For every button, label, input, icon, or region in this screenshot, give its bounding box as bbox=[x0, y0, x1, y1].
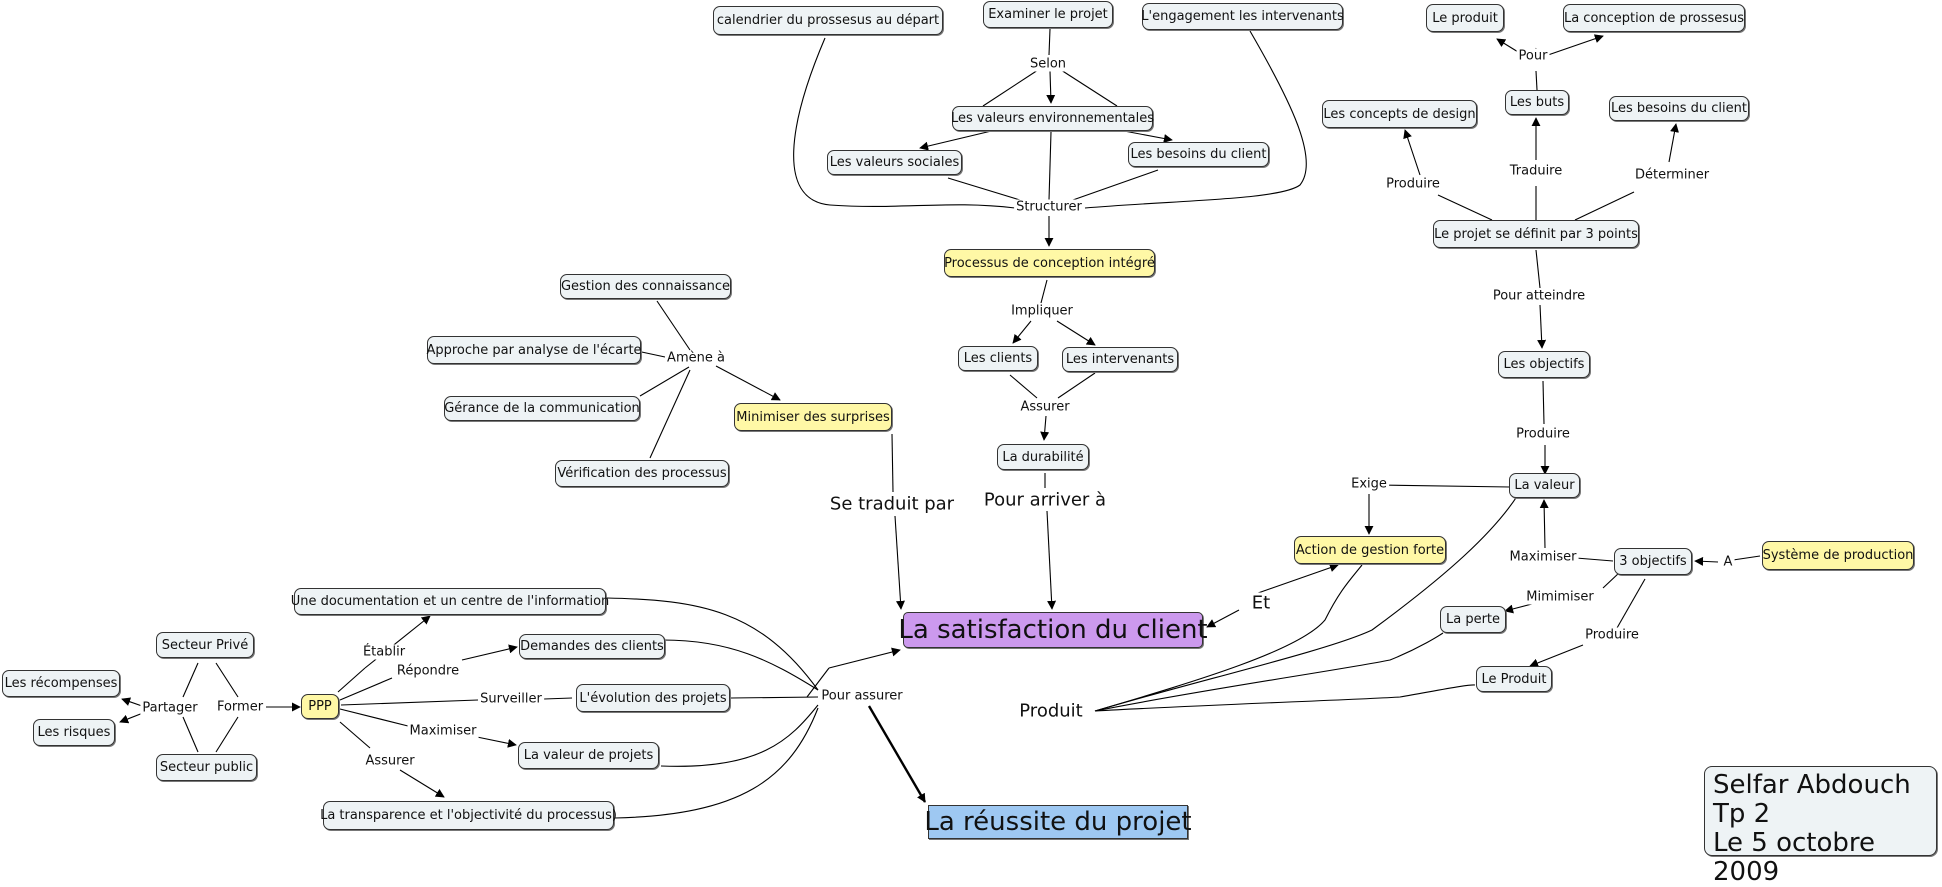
node-valeurs-sociales[interactable]: Les valeurs sociales bbox=[827, 150, 962, 175]
link-label-etablir: Établir bbox=[360, 644, 408, 660]
node-transparence[interactable]: La transparence et l'objectivité du proc… bbox=[320, 801, 617, 830]
node-valeur-projets[interactable]: La valeur de projets bbox=[518, 742, 659, 769]
node-engagement[interactable]: L'engagement les intervenants bbox=[1141, 3, 1344, 30]
link-label-exige: Exige bbox=[1349, 476, 1389, 492]
link-label-determiner: Déterminer bbox=[1632, 167, 1712, 183]
node-projet-3-points[interactable]: Le projet se définit par 3 points bbox=[1433, 220, 1639, 248]
node-examiner[interactable]: Examiner le projet bbox=[983, 1, 1113, 28]
link-label-pour: Pour bbox=[1516, 48, 1550, 64]
node-la-perte[interactable]: La perte bbox=[1440, 606, 1506, 633]
link-label-a: A bbox=[1721, 554, 1735, 570]
link-label-partager: Partager bbox=[140, 700, 200, 716]
link-label-pour-assurer: Pour assurer bbox=[819, 688, 905, 704]
node-demandes-clients[interactable]: Demandes des clients bbox=[519, 634, 665, 659]
link-label-impliquer: Impliquer bbox=[1009, 303, 1075, 319]
link-label-produire-2: Produire bbox=[1514, 426, 1572, 442]
node-secteur-public[interactable]: Secteur public bbox=[156, 754, 257, 781]
link-label-pour-atteindre: Pour atteindre bbox=[1490, 288, 1588, 304]
node-action-gestion[interactable]: Action de gestion forte bbox=[1294, 536, 1446, 564]
node-valeurs-environnementales[interactable]: Les valeurs environnementales bbox=[951, 106, 1154, 131]
link-label-repondre: Répondre bbox=[394, 663, 462, 679]
link-label-selon: Selon bbox=[1027, 56, 1069, 72]
link-label-se-traduit: Se traduit par bbox=[827, 493, 957, 515]
node-recompenses[interactable]: Les récompenses bbox=[2, 670, 120, 697]
link-label-produire-3: Produire bbox=[1583, 627, 1641, 643]
node-gerance-communication[interactable]: Gérance de la communication bbox=[444, 396, 640, 421]
node-le-produit[interactable]: Le Produit bbox=[1476, 666, 1552, 692]
link-label-maximiser-2: Maximiser bbox=[407, 723, 479, 739]
node-les-objectifs[interactable]: Les objectifs bbox=[1498, 351, 1590, 378]
node-besoins-client-2[interactable]: Les besoins du client bbox=[1609, 96, 1749, 121]
link-label-maximiser-1: Maximiser bbox=[1507, 549, 1579, 565]
node-secteur-prive[interactable]: Secteur Privé bbox=[156, 632, 254, 658]
link-label-traduire: Traduire bbox=[1507, 163, 1565, 179]
node-minimiser-surprises[interactable]: Minimiser des surprises bbox=[734, 403, 892, 431]
node-verification-processus[interactable]: Vérification des processus bbox=[555, 460, 729, 487]
node-3-objectifs[interactable]: 3 objectifs bbox=[1614, 548, 1692, 575]
node-durabilite[interactable]: La durabilité bbox=[997, 444, 1089, 470]
link-label-assurer-1: Assurer bbox=[1018, 399, 1072, 415]
signature-name: Selfar Abdouch bbox=[1713, 770, 1911, 800]
signature-date: Le 5 octobre 2009 bbox=[1713, 828, 1876, 887]
link-label-mimimiser: Mimimiser bbox=[1524, 589, 1596, 605]
node-approche-analyse[interactable]: Approche par analyse de l'écarte bbox=[426, 336, 642, 364]
signature-box: Selfar Abdouch Tp 2 Le 5 octobre 2009 bbox=[1704, 766, 1937, 887]
node-calendrier[interactable]: calendrier du prossesus au départ bbox=[713, 6, 943, 35]
link-label-amene: Amène à bbox=[665, 350, 727, 366]
link-label-assurer-2: Assurer bbox=[363, 753, 417, 769]
link-label-structurer: Structurer bbox=[1014, 199, 1084, 215]
link-label-surveiller: Surveiller bbox=[478, 691, 544, 707]
node-les-clients[interactable]: Les clients bbox=[958, 346, 1038, 371]
node-documentation[interactable]: Une documentation et un centre de l'info… bbox=[291, 588, 609, 615]
link-label-et: Et bbox=[1249, 592, 1273, 614]
node-concepts-design[interactable]: Les concepts de design bbox=[1322, 100, 1477, 128]
link-label-produit: Produit bbox=[1017, 700, 1085, 722]
link-label-former: Former bbox=[214, 699, 266, 715]
signature-tp: Tp 2 bbox=[1713, 799, 1771, 829]
link-label-produire-1: Produire bbox=[1384, 176, 1442, 192]
node-les-risques[interactable]: Les risques bbox=[33, 719, 115, 746]
link-label-pour-arriver: Pour arriver à bbox=[981, 489, 1109, 511]
node-evolution-projets[interactable]: L'évolution des projets bbox=[576, 684, 730, 712]
node-le-produit-top[interactable]: Le produit bbox=[1426, 4, 1504, 32]
node-systeme-production[interactable]: Système de production bbox=[1762, 541, 1914, 570]
node-processus-conception[interactable]: Processus de conception intégré bbox=[944, 249, 1155, 277]
node-reussite-projet[interactable]: La réussite du projet bbox=[924, 805, 1192, 839]
node-les-intervenants[interactable]: Les intervenants bbox=[1062, 347, 1178, 372]
node-les-buts[interactable]: Les buts bbox=[1505, 90, 1569, 115]
node-ppp[interactable]: PPP bbox=[301, 694, 339, 719]
node-satisfaction-client[interactable]: La satisfaction du client bbox=[898, 612, 1208, 648]
node-gestion-connaissance[interactable]: Gestion des connaissance bbox=[560, 274, 731, 299]
node-la-valeur[interactable]: La valeur bbox=[1509, 473, 1580, 498]
node-conception-prossesus[interactable]: La conception de prossesus bbox=[1563, 4, 1745, 32]
node-besoins-client-1[interactable]: Les besoins du client bbox=[1128, 142, 1269, 167]
